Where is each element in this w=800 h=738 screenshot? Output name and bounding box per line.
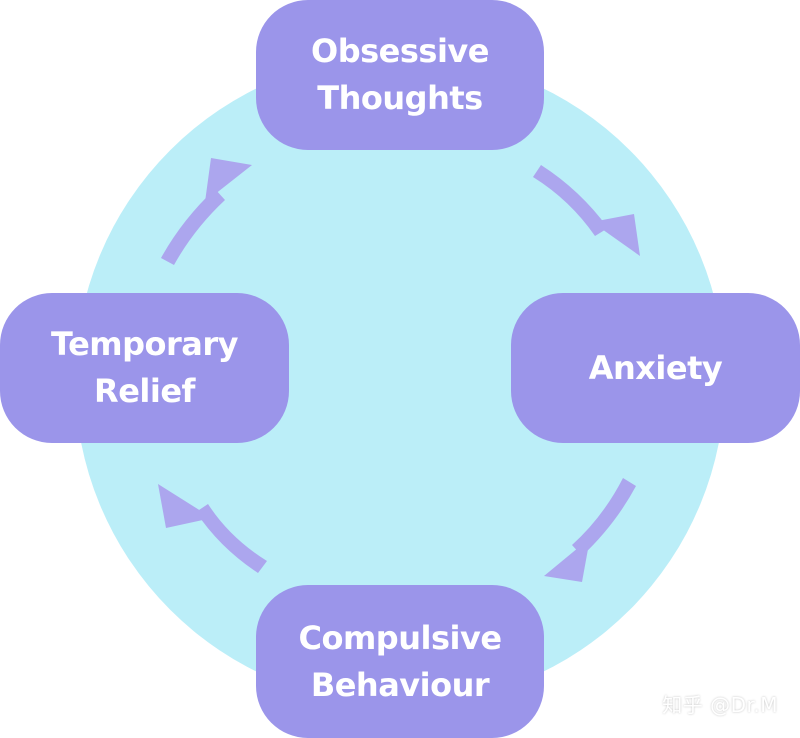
node-compulsive-behaviour-line2: Behaviour xyxy=(310,665,490,704)
arrow-to-temporary-relief xyxy=(158,484,267,573)
node-anxiety-label: Anxiety xyxy=(588,348,723,387)
node-obsessive-thoughts: Obsessive Thoughts xyxy=(256,0,544,150)
node-obsessive-thoughts-line1: Obsessive xyxy=(311,32,489,70)
node-compulsive-behaviour-line1: Compulsive xyxy=(298,618,502,657)
node-anxiety: Anxiety xyxy=(511,293,800,443)
arrow-to-anxiety xyxy=(533,165,640,256)
arrow-to-compulsive-behaviour xyxy=(544,478,636,582)
arrow-to-obsessive-thoughts xyxy=(161,158,252,265)
node-compulsive-behaviour: Compulsive Behaviour xyxy=(256,585,544,738)
node-obsessive-thoughts-line2: Thoughts xyxy=(317,79,483,117)
node-temporary-relief-line1: Temporary xyxy=(50,325,239,363)
watermark: 知乎 @Dr.M xyxy=(662,693,778,717)
node-temporary-relief-line2: Relief xyxy=(94,372,195,410)
node-temporary-relief: Temporary Relief xyxy=(0,293,289,443)
